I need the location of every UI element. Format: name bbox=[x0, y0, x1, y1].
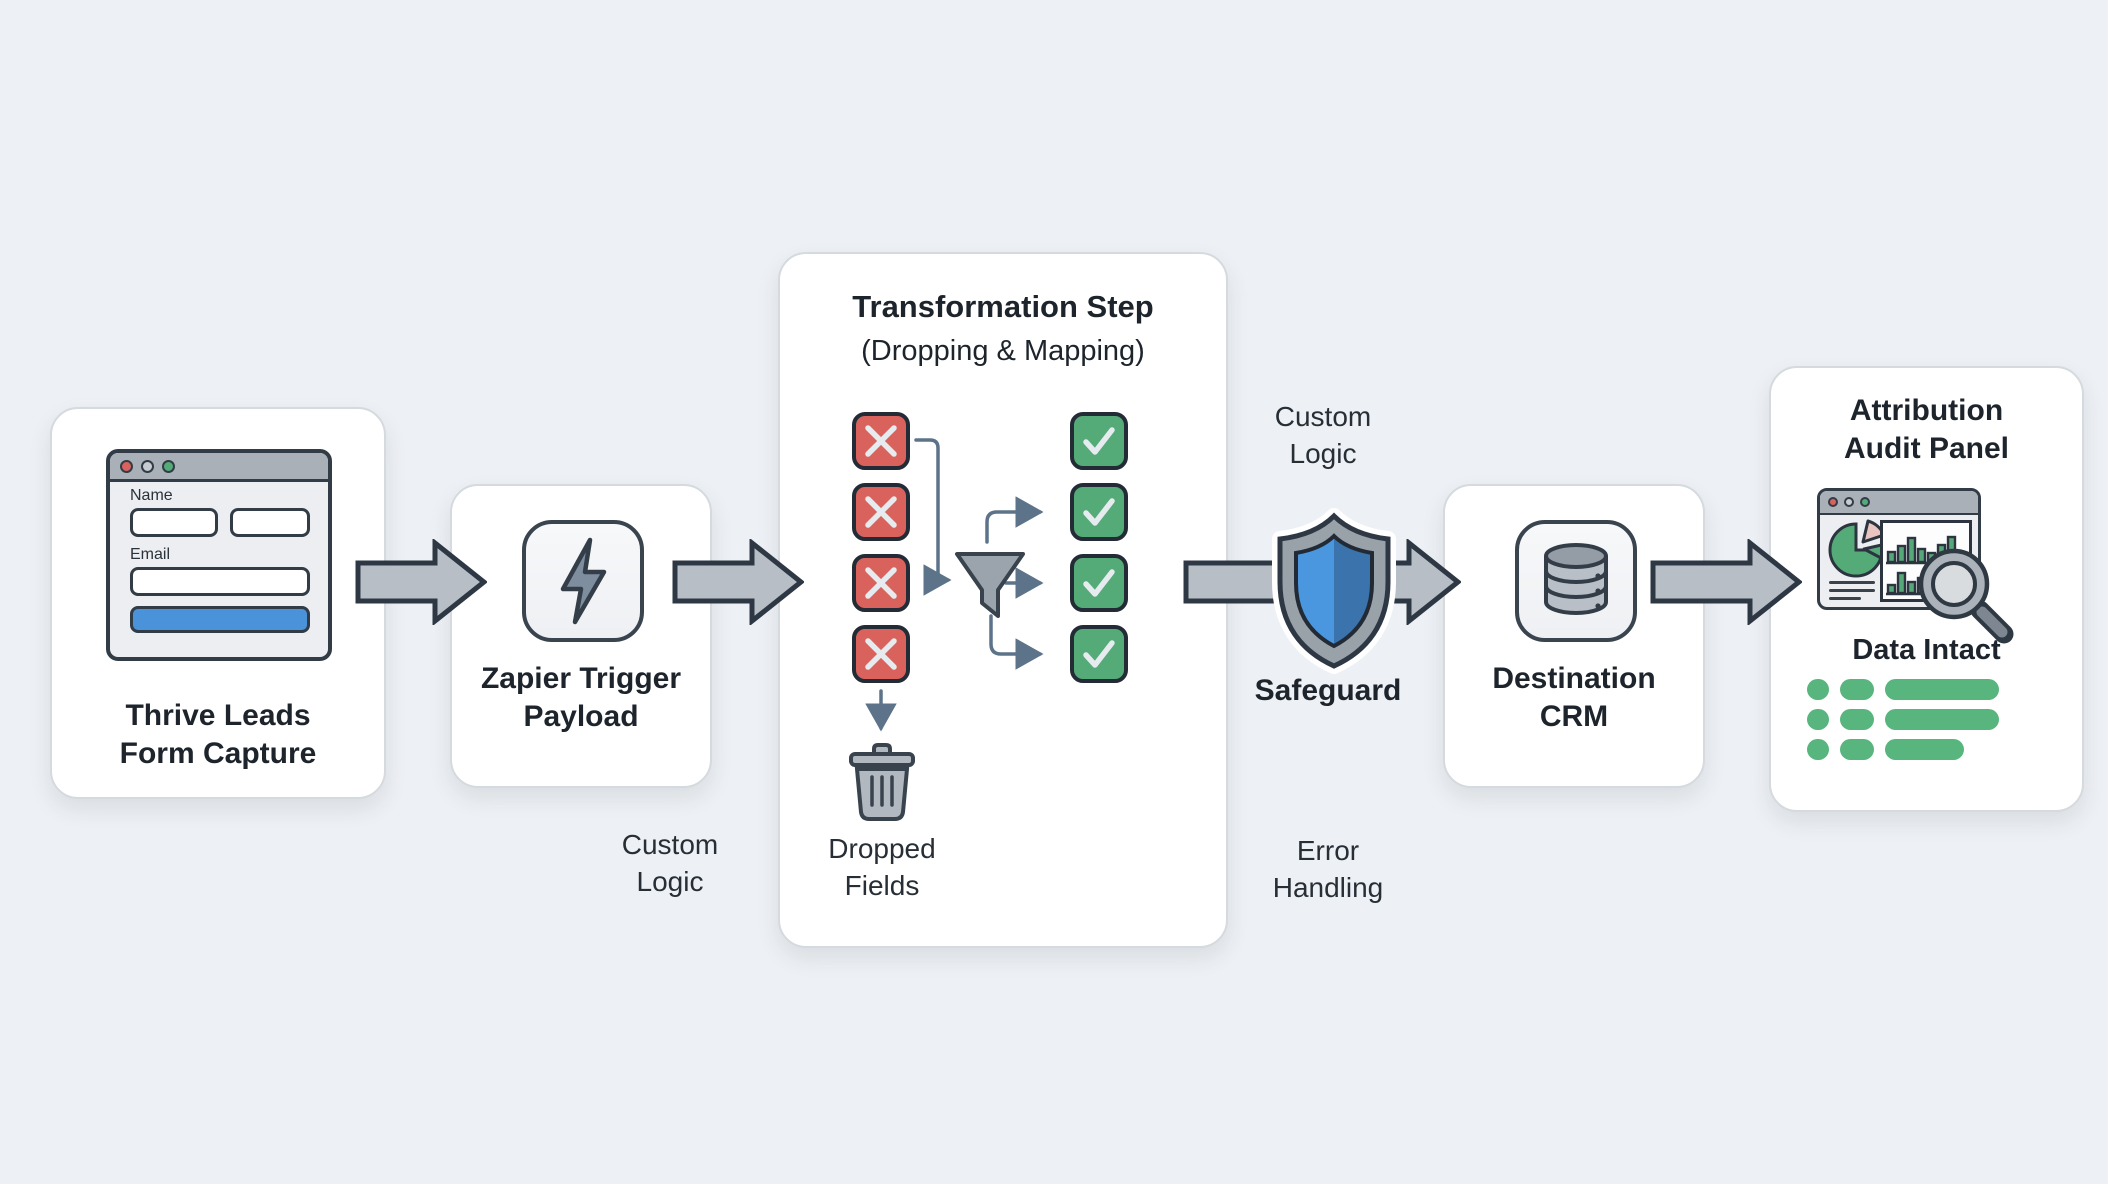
mapped-field-box bbox=[1070, 483, 1128, 541]
mapped-field-box bbox=[1070, 625, 1128, 683]
data-intact-label: Data Intact bbox=[1852, 634, 2001, 666]
card-zapier-trigger: Zapier Trigger Payload bbox=[450, 484, 712, 788]
form-submit-button-mockup bbox=[130, 606, 310, 633]
card-destination-crm: Destination CRM bbox=[1443, 484, 1705, 788]
dropped-field-box bbox=[852, 483, 910, 541]
trash-icon bbox=[849, 743, 915, 821]
dropped-fields-label: Dropped Fields bbox=[828, 833, 936, 901]
flow-arrow-2 bbox=[672, 539, 804, 625]
card-title-crm: Destination CRM bbox=[1492, 662, 1656, 733]
form-input-first bbox=[130, 508, 218, 537]
dropped-field-box bbox=[852, 412, 910, 470]
crm-icon-box bbox=[1515, 520, 1637, 642]
flow-arrow-1 bbox=[355, 539, 487, 625]
form-window-mockup: Name Email bbox=[106, 449, 332, 661]
card-title-audit: Attribution Audit Panel bbox=[1843, 394, 2009, 465]
form-input-second bbox=[230, 508, 310, 537]
form-field-label-email: Email bbox=[130, 546, 171, 563]
funnel-icon bbox=[955, 552, 1025, 618]
check-icon bbox=[1083, 569, 1115, 597]
magnifier-icon bbox=[1918, 548, 2014, 644]
card-title-thrive-leads: Thrive Leads Form Capture bbox=[119, 699, 317, 770]
check-icon bbox=[1083, 498, 1115, 526]
cross-icon bbox=[865, 496, 897, 528]
audit-window-titlebar bbox=[1820, 491, 1978, 515]
pie-chart-icon bbox=[1828, 519, 1886, 578]
card-thrive-leads: Name Email Thrive Leads Form Capture bbox=[50, 407, 386, 799]
window-titlebar bbox=[110, 453, 328, 482]
transformation-subtitle: (Dropping & Mapping) bbox=[861, 335, 1145, 367]
cross-icon bbox=[865, 638, 897, 670]
check-icon bbox=[1083, 427, 1115, 455]
dropped-field-box bbox=[852, 554, 910, 612]
connector-lines bbox=[865, 438, 1044, 732]
card-transformation-step: Transformation Step (Dropping & Mapping) bbox=[778, 252, 1228, 948]
database-icon bbox=[1544, 543, 1608, 615]
error-handling-label: Error Handling bbox=[1272, 835, 1384, 903]
window-dot-red-icon bbox=[120, 459, 133, 473]
window-dot-red-icon bbox=[1828, 497, 1838, 507]
cross-icon bbox=[865, 567, 897, 599]
custom-logic-label-left: Custom Logic bbox=[621, 829, 719, 897]
window-dot-green-icon bbox=[162, 459, 175, 473]
custom-logic-label-shield: Custom Logic bbox=[1274, 401, 1372, 469]
form-field-label-name: Name bbox=[130, 487, 173, 504]
flow-arrow-4 bbox=[1650, 539, 1802, 625]
form-input-email bbox=[130, 567, 310, 596]
dropped-field-box bbox=[852, 625, 910, 683]
window-dot-gray-icon bbox=[1844, 497, 1854, 507]
mapped-field-box bbox=[1070, 412, 1128, 470]
check-icon bbox=[1083, 640, 1115, 668]
shield-icon bbox=[1272, 508, 1396, 674]
card-title-zapier: Zapier Trigger Payload bbox=[480, 662, 682, 733]
card-attribution-audit: Attribution Audit Panel bbox=[1769, 366, 2084, 812]
mapped-field-box bbox=[1070, 554, 1128, 612]
lightning-icon bbox=[560, 537, 607, 625]
cross-icon bbox=[865, 425, 897, 457]
window-dot-gray-icon bbox=[141, 459, 154, 473]
window-dot-green-icon bbox=[1860, 497, 1870, 507]
zapier-icon-box bbox=[522, 520, 644, 642]
transformation-title: Transformation Step bbox=[852, 289, 1154, 324]
safeguard-label: Safeguard bbox=[1254, 674, 1402, 707]
